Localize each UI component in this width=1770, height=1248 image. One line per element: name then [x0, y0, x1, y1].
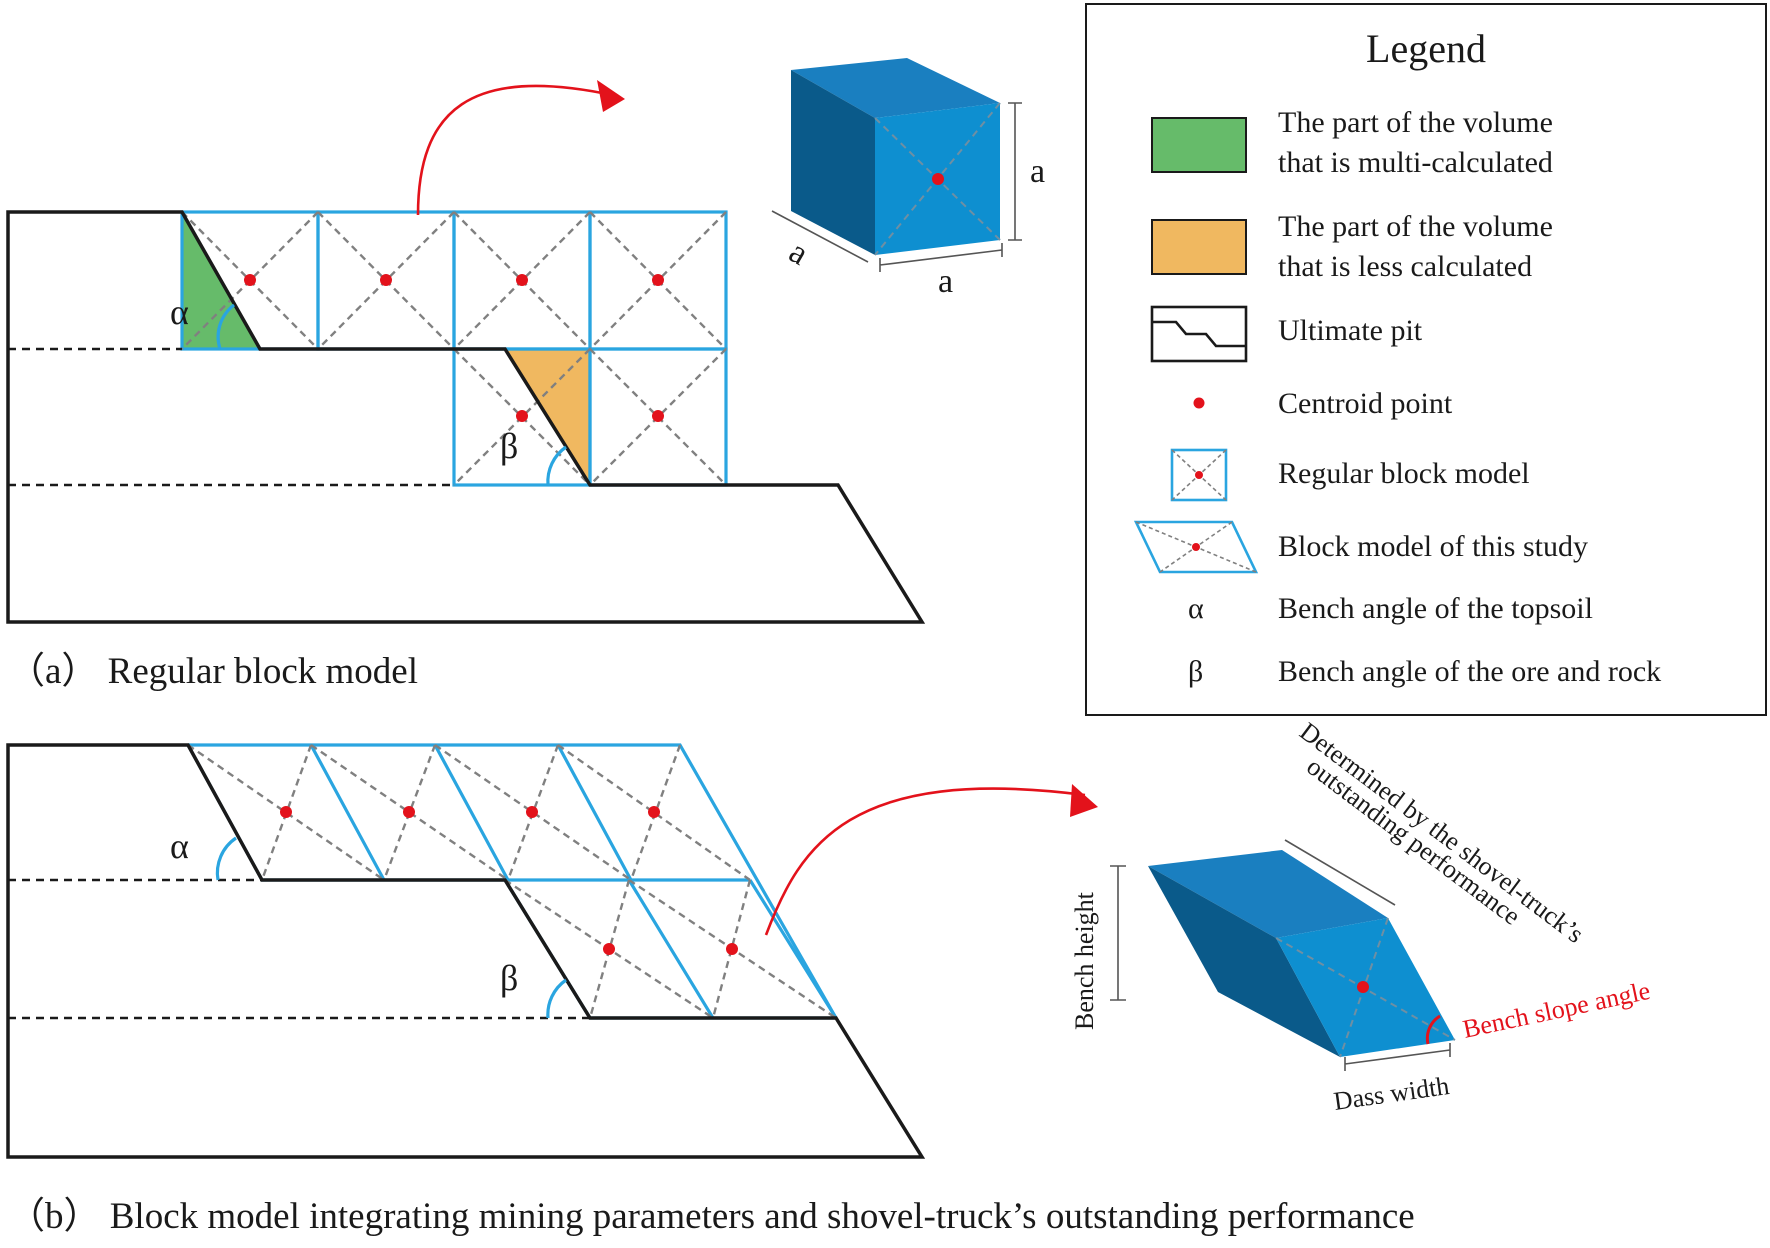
legend: Legend The part of the volume that is mu… — [1085, 3, 1767, 716]
panel-a: α β a a a （a） Regular block model — [6, 58, 1045, 692]
panel-b: α β Bench height Dass width Bench slope … — [6, 717, 1653, 1237]
legend-green-swatch — [1151, 117, 1247, 173]
alpha-label-b: α — [170, 826, 189, 866]
centroid-point — [648, 806, 660, 818]
legend-title: Legend — [1366, 26, 1486, 71]
bench-height-label: Bench height — [1070, 891, 1099, 1030]
pointer-arrow — [416, 84, 613, 216]
centroid-point — [244, 274, 256, 286]
centroid-point — [652, 274, 664, 286]
study-block-3d: Bench height Dass width Bench slope angl… — [1070, 717, 1653, 1116]
study-block-centroid — [1357, 981, 1369, 993]
beta-arc-b — [546, 978, 567, 1019]
beta-arc — [546, 445, 567, 486]
legend-item-8: Bench angle of the ore and rock — [1278, 655, 1661, 688]
alpha-arc-b — [215, 836, 237, 881]
arrow-head-b — [1070, 784, 1098, 817]
regular-block-cube: a a a — [771, 58, 1045, 300]
pointer-arrow-b — [764, 787, 1086, 936]
centroid-point — [280, 806, 292, 818]
cube-depth-label: a — [783, 233, 815, 273]
legend-orange-swatch — [1151, 219, 1247, 275]
ultimate-pit-outline — [6, 210, 926, 624]
regular-block-icon — [1170, 448, 1228, 502]
centroid-point — [603, 943, 615, 955]
legend-beta-glyph: β — [1188, 655, 1203, 688]
centroid-point — [652, 410, 664, 422]
centroid-point — [403, 806, 415, 818]
centroid-point — [516, 274, 528, 286]
arrow-head — [597, 80, 625, 112]
cube-width-label: a — [938, 263, 953, 300]
bench-slope-angle-label: Bench slope angle — [1460, 976, 1652, 1044]
beta-label-b: β — [500, 958, 518, 998]
cube-centroid — [932, 173, 944, 185]
legend-item-7: Bench angle of the topsoil — [1278, 592, 1593, 625]
legend-alpha-glyph: α — [1188, 592, 1204, 625]
legend-item-2-line1: The part of the volume — [1278, 210, 1553, 243]
legend-item-2-line2: that is less calculated — [1278, 250, 1532, 283]
legend-pit-swatch — [1150, 305, 1248, 363]
centroid-icon — [1193, 397, 1205, 409]
alpha-label: α — [170, 292, 189, 332]
centroid-point — [526, 806, 538, 818]
panel-b-caption: （b） Block model integrating mining param… — [8, 1196, 1415, 1237]
legend-item-1-line2: that is multi-calculated — [1278, 146, 1553, 179]
legend-item-1-line1: The part of the volume — [1278, 106, 1553, 139]
cube-height-label: a — [1030, 153, 1045, 190]
study-block-icon — [1133, 520, 1259, 574]
legend-item-6: Block model of this study — [1278, 530, 1588, 563]
legend-item-3: Ultimate pit — [1278, 314, 1423, 347]
legend-item-5: Regular block model — [1278, 457, 1530, 490]
beta-label: β — [500, 426, 518, 466]
dass-width-label: Dass width — [1332, 1071, 1451, 1116]
centroid-point — [516, 410, 528, 422]
panel-a-caption: （a） Regular block model — [8, 651, 418, 692]
centroid-point — [726, 943, 738, 955]
bench-slope-arc — [1425, 1014, 1441, 1045]
ultimate-pit-icon — [1152, 320, 1246, 348]
ultimate-pit-outline-b — [6, 743, 926, 1159]
centroid-point — [380, 274, 392, 286]
legend-item-4: Centroid point — [1278, 387, 1453, 420]
alpha-arc — [216, 303, 236, 350]
